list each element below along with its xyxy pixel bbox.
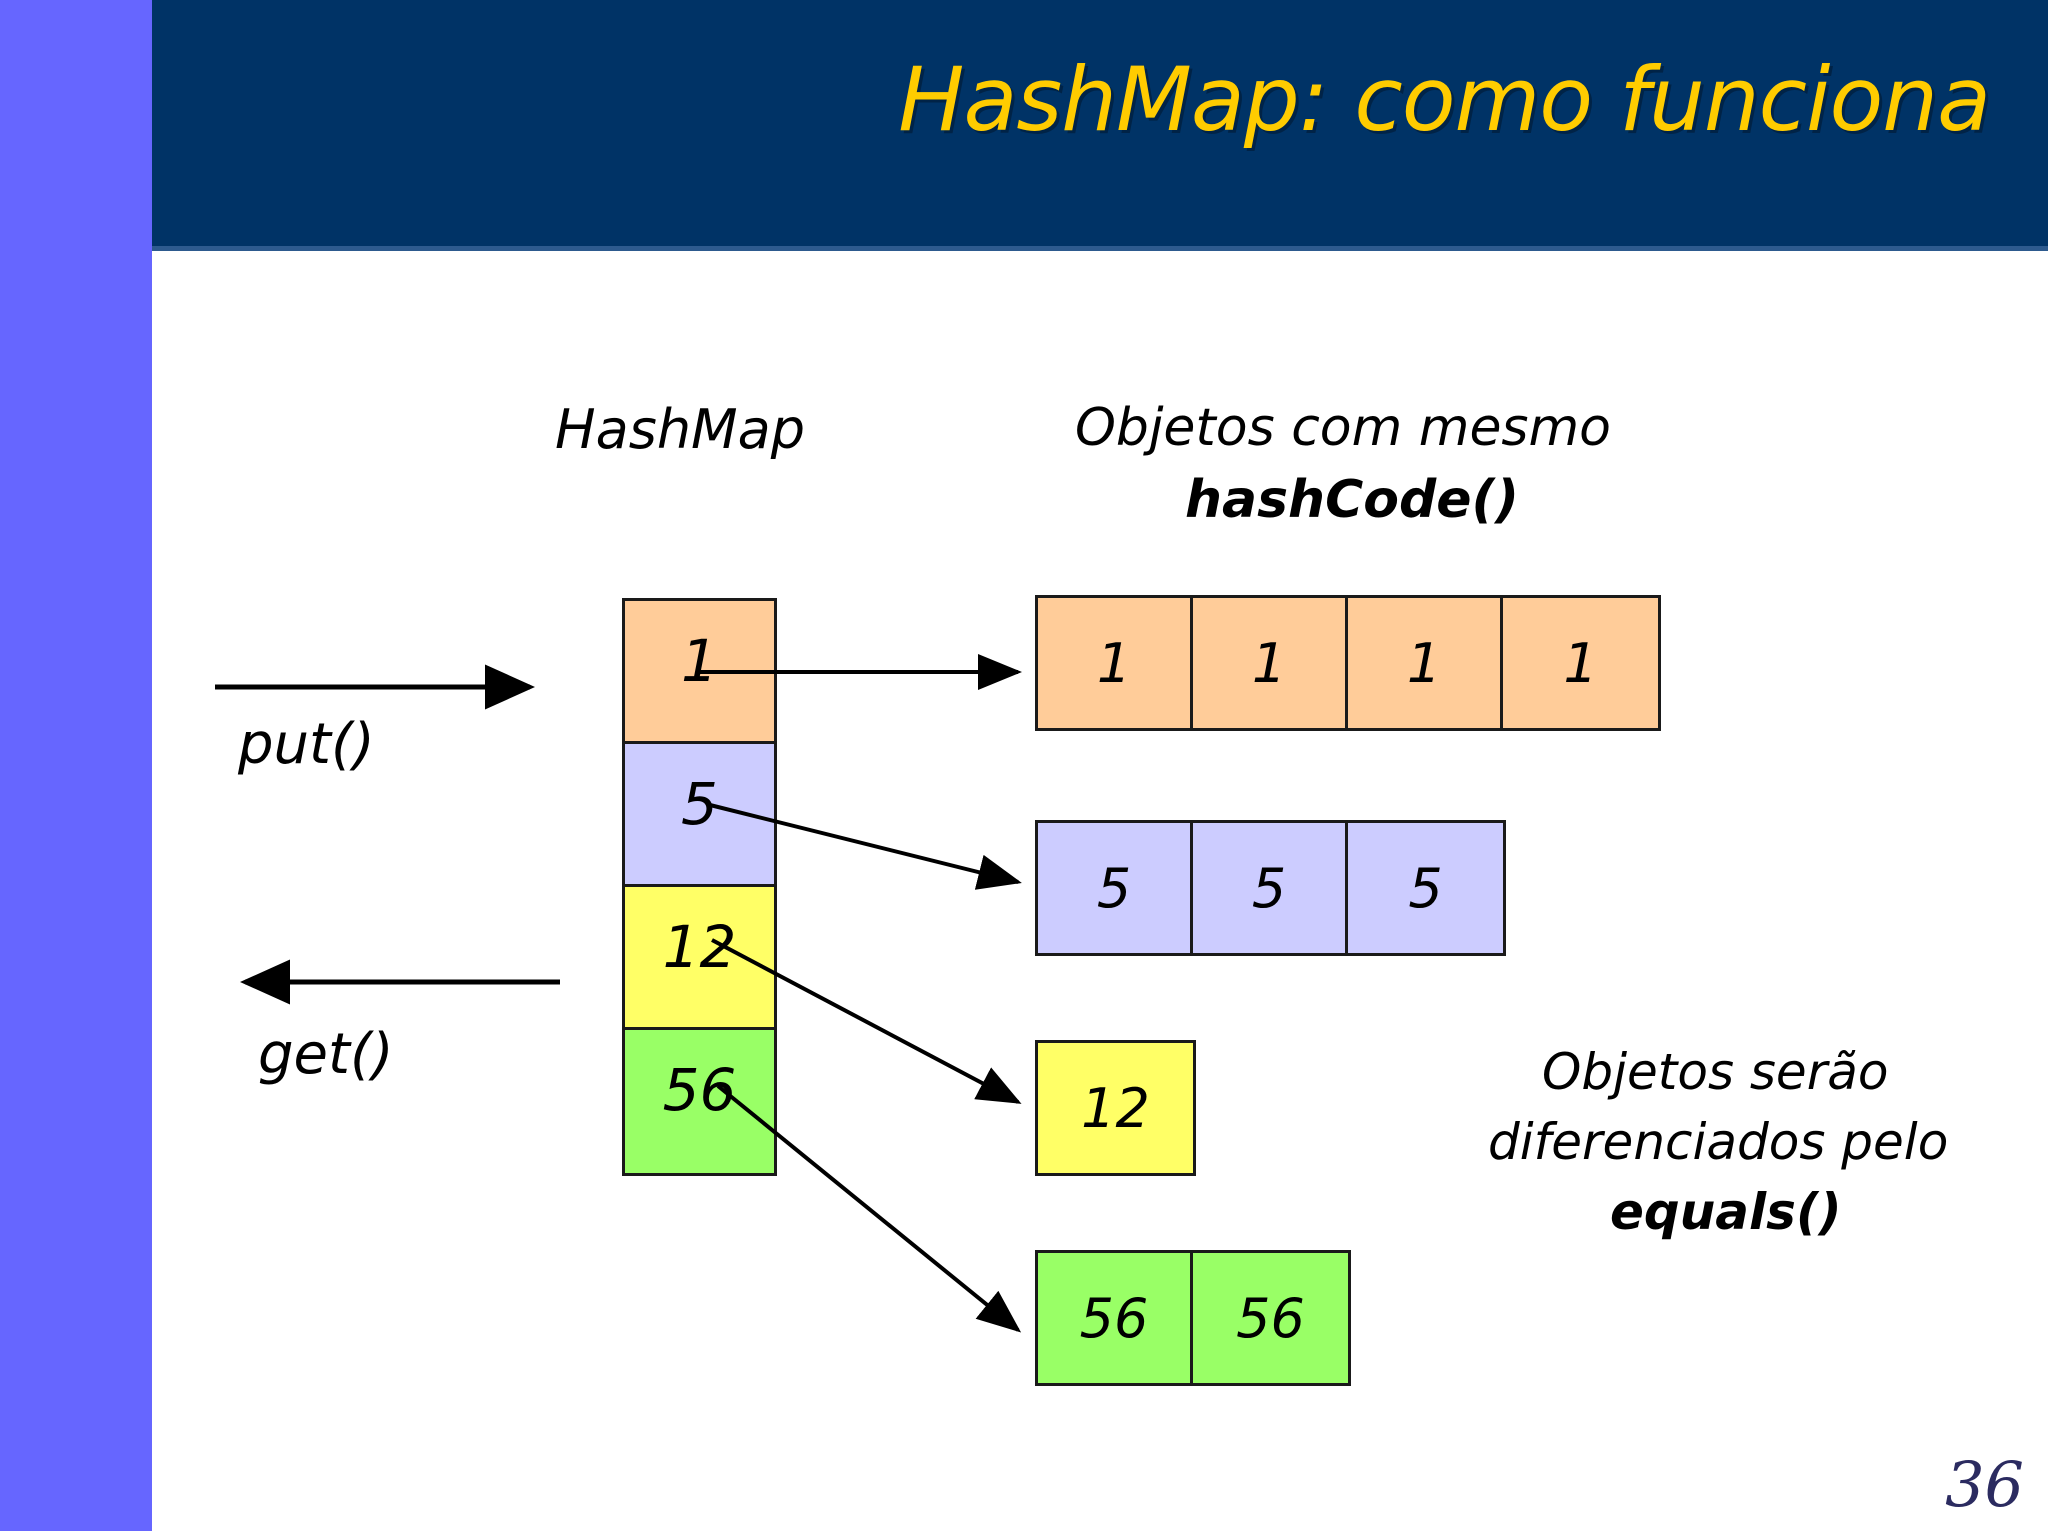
hashmap-column-label: HashMap: [555, 398, 806, 461]
chain-node: 12: [1038, 1043, 1193, 1173]
chain-node-value: 56: [1236, 1286, 1305, 1350]
bucket-hash-value: 1: [681, 627, 718, 695]
title-band: [152, 0, 2048, 250]
bucket-cell: 56: [625, 1030, 774, 1173]
chain-node-value: 5: [1251, 856, 1287, 920]
chain-node: 1: [1348, 598, 1503, 728]
chain-node-value: 12: [1081, 1076, 1150, 1140]
equals-note-line3: equals(): [1610, 1183, 1842, 1241]
chain-node: 5: [1193, 823, 1348, 953]
left-accent-bar: [0, 0, 152, 1531]
title-band-underline: [152, 246, 2048, 251]
hash-chain-1: 1 1 1 1: [1035, 595, 1661, 731]
bucket-hash-value: 56: [662, 1056, 737, 1124]
chain-node-value: 1: [1406, 631, 1442, 695]
chain-node: 5: [1038, 823, 1193, 953]
hash-chain-12: 12: [1035, 1040, 1196, 1176]
chain-node-value: 5: [1408, 856, 1443, 920]
chain-node-value: 1: [1563, 631, 1598, 695]
bucket-cell: 12: [625, 887, 774, 1030]
chain-node: 56: [1038, 1253, 1193, 1383]
hash-chain-5: 5 5 5: [1035, 820, 1506, 956]
bucket-cell: 1: [625, 601, 774, 744]
chain-node-value: 56: [1079, 1286, 1149, 1350]
hash-chain-56: 56 56: [1035, 1250, 1351, 1386]
hashmap-bucket-column: 1 5 12 56: [622, 598, 777, 1176]
chain-node: 56: [1193, 1253, 1348, 1383]
objects-heading-line2: hashCode(): [1185, 470, 1519, 530]
get-operation-label: get(): [258, 1022, 394, 1087]
chain-node-value: 5: [1096, 856, 1132, 920]
page-number: 36: [1945, 1448, 2024, 1521]
bucket-hash-value: 12: [662, 913, 737, 981]
chain-node: 5: [1348, 823, 1503, 953]
chain-node: 1: [1503, 598, 1658, 728]
equals-note-line1: Objetos serão: [1542, 1043, 1889, 1101]
equals-note-line2: diferenciados pelo: [1488, 1113, 1949, 1171]
put-operation-label: put(): [238, 712, 375, 777]
chain-node: 1: [1038, 598, 1193, 728]
page-title: HashMap: como funciona: [898, 48, 1991, 151]
chain-node-value: 1: [1251, 631, 1287, 695]
bucket-cell: 5: [625, 744, 774, 887]
objects-heading-line1: Objetos com mesmo: [1075, 398, 1611, 458]
chain-node-value: 1: [1096, 631, 1132, 695]
chain-node: 1: [1193, 598, 1348, 728]
bucket-hash-value: 5: [681, 770, 718, 838]
